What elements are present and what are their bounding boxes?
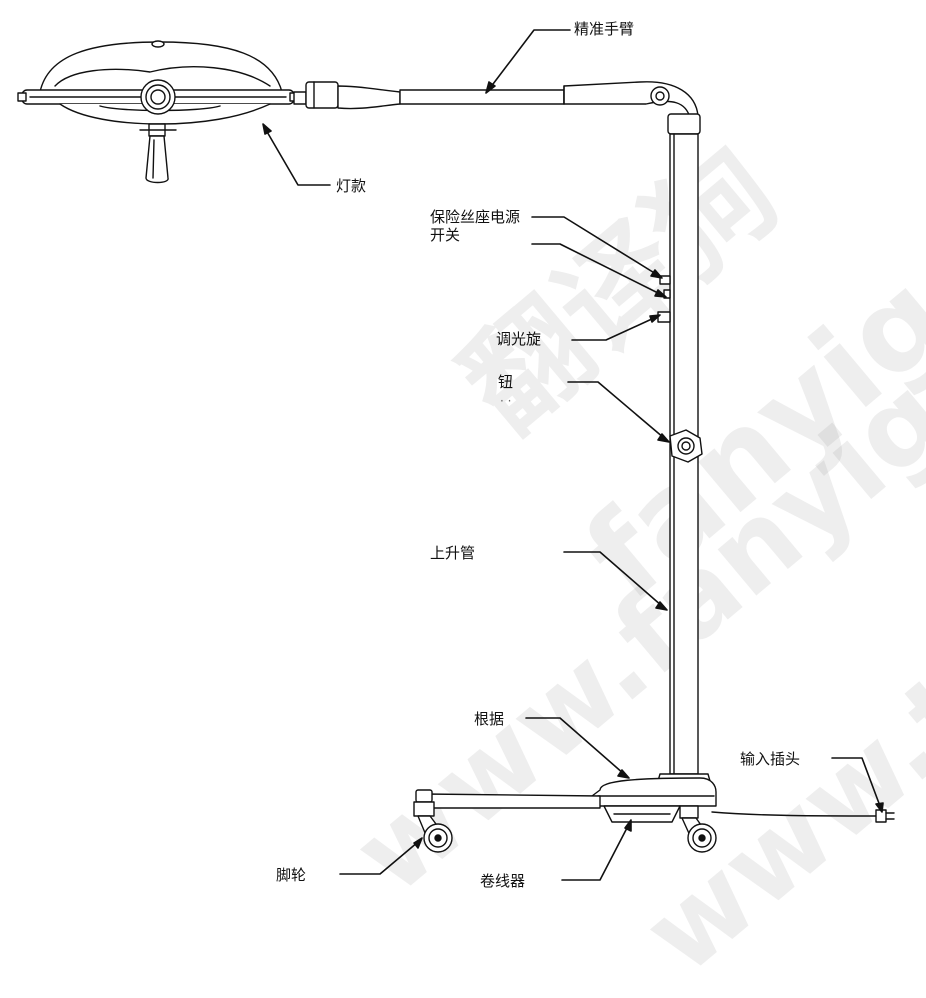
- label-fuse-seat-power: 保险丝座电源: [430, 208, 521, 226]
- caster-right: [679, 805, 717, 853]
- label-caster: 脚轮: [276, 866, 307, 884]
- lift-tube: [657, 113, 703, 775]
- caster-left: [413, 789, 453, 853]
- label-input-plug: 输入插头: [740, 750, 801, 768]
- label-dimmer-knob-cont: 钮: [498, 373, 514, 391]
- lamp-head: [17, 40, 299, 184]
- precision-arm: [293, 81, 699, 119]
- label-lamp-model: 灯款: [336, 177, 367, 195]
- lamp-drawing: [17, 29, 895, 881]
- label-lift-tube: 上升管: [430, 544, 476, 562]
- label-dimmer-dots: · ·: [500, 394, 512, 408]
- diagram-canvas: 翻译狗 fanyigou www.fanyigou.com www.transl…: [17, 20, 926, 998]
- base-assembly: [423, 773, 895, 823]
- label-cord-reel: 卷线器: [480, 872, 526, 890]
- label-precision-arm: 精准手臂: [574, 20, 635, 38]
- leader-lines: [262, 29, 884, 881]
- label-dimmer-knob: 调光旋: [496, 330, 542, 348]
- label-base: 根据: [474, 710, 505, 728]
- label-switch: 开关: [430, 226, 461, 244]
